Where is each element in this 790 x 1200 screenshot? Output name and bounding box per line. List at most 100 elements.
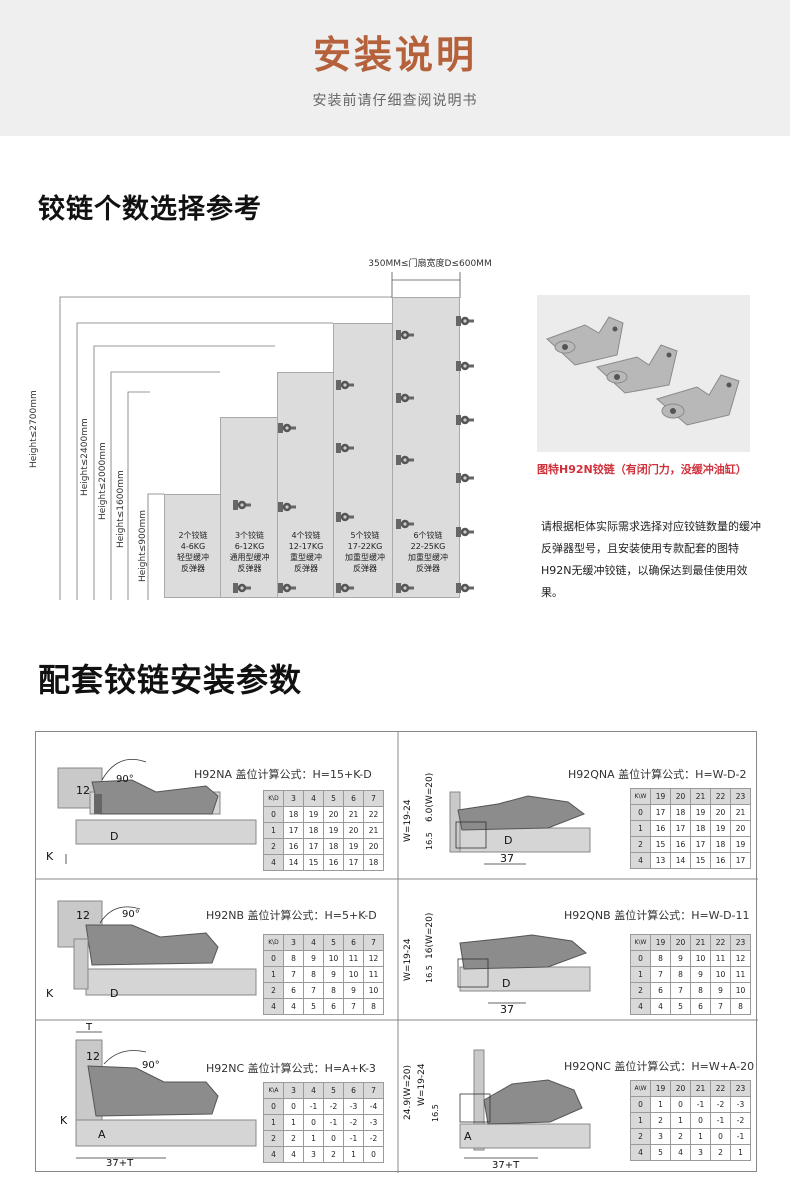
table-cell: 22 (363, 806, 384, 823)
col-header: 5 (323, 1082, 344, 1099)
table-cell: 3 (650, 1128, 671, 1145)
dim-d-label: D (502, 977, 510, 990)
table-cell: 0 (323, 1130, 344, 1147)
table-cell: -2 (730, 1112, 751, 1129)
door-width-label: 350MM≤门扇宽度D≤600MM (368, 259, 492, 269)
table-cell: -1 (690, 1096, 711, 1113)
table-cell: 18 (363, 854, 384, 871)
table-corner: K\D (263, 790, 284, 807)
door-panel-4-hinges (277, 372, 335, 598)
panel-weight: 12-17KG (288, 542, 324, 551)
table-cell: 20 (730, 820, 751, 837)
row-header: 4 (630, 852, 651, 869)
install-params-grid (35, 731, 758, 1173)
table-cell: 6 (650, 982, 671, 999)
table-cell: -1 (323, 1114, 344, 1131)
panel-text-6: 6个铰链 22-25KG 加重型缓冲 反弹器 (398, 530, 458, 574)
panel-weight: 22-25KG (410, 542, 446, 551)
table-cell: 17 (650, 804, 671, 821)
row-header: 0 (630, 950, 651, 967)
h92qnb-table: K\W 19 20 21 22 23 0 8 9 10 11 12 1 7 8 … (630, 934, 751, 1015)
panel-device: 反弹器 (294, 564, 318, 573)
h92nc-table: K\A 3 4 5 6 7 0 0 -1 -2 -3 -4 1 1 0 -1 -… (263, 1082, 384, 1163)
table-cell: 17 (303, 838, 324, 855)
hinge-spec-h92qnc: 24.9(W=20) W=19-24 16.5 A 37+T H92QNC 盖位… (398, 1020, 756, 1170)
door-panel-3-hinges (220, 417, 279, 598)
door-panel-2-hinges (164, 494, 222, 598)
table-cell: -1 (303, 1098, 324, 1115)
table-cell: -2 (363, 1130, 384, 1147)
dim-k-label: K (60, 1114, 68, 1127)
photo-caption: 图特H92N铰链（有闭门力，没缓冲油缸） (537, 463, 747, 476)
table-cell: 5 (670, 998, 691, 1015)
row-header: 0 (630, 804, 651, 821)
panel-type: 重型缓冲 (290, 553, 322, 562)
dim-d-label: D (110, 830, 118, 843)
table-cell: 18 (283, 806, 304, 823)
table-corner: K\A (263, 1082, 284, 1099)
table-cell: 0 (363, 1146, 384, 1163)
table-cell: 11 (730, 966, 751, 983)
table-cell: -1 (730, 1128, 751, 1145)
col-header: 22 (710, 1080, 731, 1097)
table-cell: 19 (303, 806, 324, 823)
table-cell: 8 (670, 966, 691, 983)
panel-device: 反弹器 (416, 564, 440, 573)
hinge-spec-h92na: 12 90° K D H92NA 盖位计算公式：H=15+K-D K\D 3 4… (36, 732, 397, 878)
table-cell: -2 (710, 1096, 731, 1113)
table-cell: 7 (283, 966, 304, 983)
col-header: 4 (303, 1082, 324, 1099)
col-header: 21 (690, 934, 711, 951)
dim-a-label: A (98, 1128, 106, 1141)
col-header: 7 (363, 1082, 384, 1099)
panel-weight: 4-6KG (180, 542, 206, 551)
row-header: 4 (263, 1146, 284, 1163)
col-header: 5 (323, 790, 344, 807)
table-cell: 19 (343, 838, 364, 855)
dim-165-label: 16.5 (425, 832, 434, 850)
panel-weight: 6-12KG (234, 542, 265, 551)
table-cell: -4 (363, 1098, 384, 1115)
table-cell: 3 (303, 1146, 324, 1163)
dim-90-label: 90° (116, 774, 134, 785)
table-cell: 0 (303, 1114, 324, 1131)
table-cell: 1 (303, 1130, 324, 1147)
dim-d-label: D (110, 987, 118, 1000)
panel-type: 加重型缓冲 (345, 553, 385, 562)
table-cell: 21 (730, 804, 751, 821)
col-header: 22 (710, 788, 731, 805)
table-cell: 19 (730, 836, 751, 853)
table-cell: -2 (343, 1114, 364, 1131)
table-cell: 10 (710, 966, 731, 983)
table-cell: 2 (650, 1112, 671, 1129)
row-header: 2 (630, 836, 651, 853)
table-cell: 3 (690, 1144, 711, 1161)
row-header: 1 (263, 1114, 284, 1131)
table-cell: 7 (670, 982, 691, 999)
dim-165-label: 16.5 (425, 965, 434, 983)
dim-37t-label: 37+T (106, 1158, 134, 1169)
table-cell: 0 (670, 1096, 691, 1113)
panel-device: 反弹器 (353, 564, 377, 573)
table-corner: K\W (630, 934, 651, 951)
table-cell: 17 (283, 822, 304, 839)
dim-249-label: 24.9(W=20) (403, 1065, 413, 1120)
row-header: 0 (263, 950, 284, 967)
table-cell: 9 (323, 966, 344, 983)
col-header: 5 (323, 934, 344, 951)
table-cell: 8 (690, 982, 711, 999)
table-cell: 19 (690, 804, 711, 821)
table-cell: 18 (670, 804, 691, 821)
h92qnb-drawing: W=19-24 16(W=20) 16.5 D 37 (403, 913, 591, 1016)
table-cell: 1 (343, 1146, 364, 1163)
install-params-section-title: 配套铰链安装参数 (38, 661, 303, 699)
h92qna-table: K\W 19 20 21 22 23 0 17 18 19 20 21 1 16… (630, 788, 751, 869)
table-cell: -3 (730, 1096, 751, 1113)
col-header: 23 (730, 1080, 751, 1097)
col-header: 4 (303, 934, 324, 951)
panel-text-2: 2个铰链 4-6KG 轻型缓冲 反弹器 (164, 530, 222, 574)
col-header: 22 (710, 934, 731, 951)
table-cell: 1 (283, 1114, 304, 1131)
dim-12-label: 12 (86, 1050, 100, 1063)
dim-d-label: D (504, 834, 512, 847)
